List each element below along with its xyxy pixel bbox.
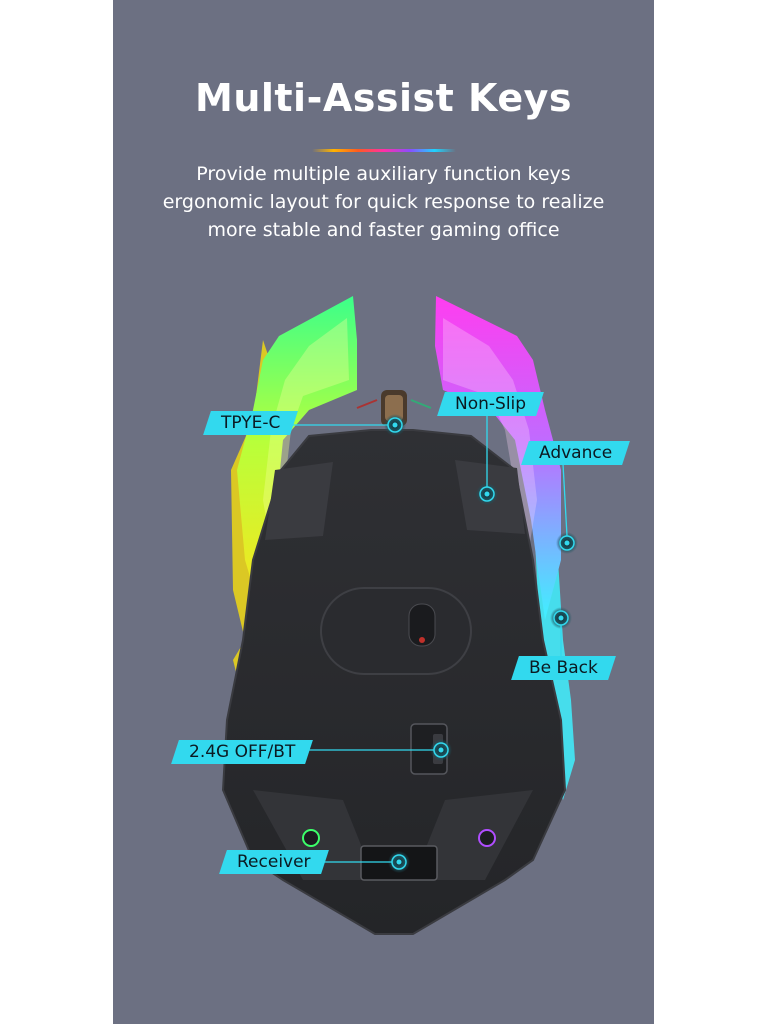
product-panel: Multi-Assist Keys Provide multiple auxil… (113, 0, 654, 1024)
left-wing-inner (263, 318, 349, 560)
subtitle-line-1: Provide multiple auxiliary function keys (196, 163, 571, 185)
subtitle: Provide multiple auxiliary function keys… (133, 160, 634, 244)
right-wing-inner (443, 318, 537, 560)
type-c-label: TPYE-C (203, 411, 299, 435)
sensor-oval (320, 587, 472, 675)
advance-label: Advance (521, 441, 631, 465)
bottom-right-pad (413, 790, 533, 880)
page-title: Multi-Assist Keys (195, 76, 572, 120)
rainbow-divider (312, 149, 456, 152)
be-back-label: Be Back (511, 656, 616, 680)
non-slip-hotspot (476, 483, 498, 505)
receiver-hotspot (388, 851, 410, 873)
advance-leader (562, 463, 568, 537)
be-back-hotspot (550, 607, 572, 629)
mode-switch-label: 2.4G OFF/BT (171, 740, 314, 764)
mouse-illustration (221, 296, 578, 935)
subtitle-line-2: ergonomic layout for quick response to r… (162, 191, 605, 213)
left-pad (265, 462, 333, 540)
receiver-label: Receiver (219, 850, 329, 874)
type-c-hotspot (384, 414, 406, 436)
right-rgb-wing (435, 296, 561, 620)
subtitle-line-3: more stable and faster gaming office (207, 219, 560, 241)
non-slip-label: Non-Slip (437, 392, 544, 416)
